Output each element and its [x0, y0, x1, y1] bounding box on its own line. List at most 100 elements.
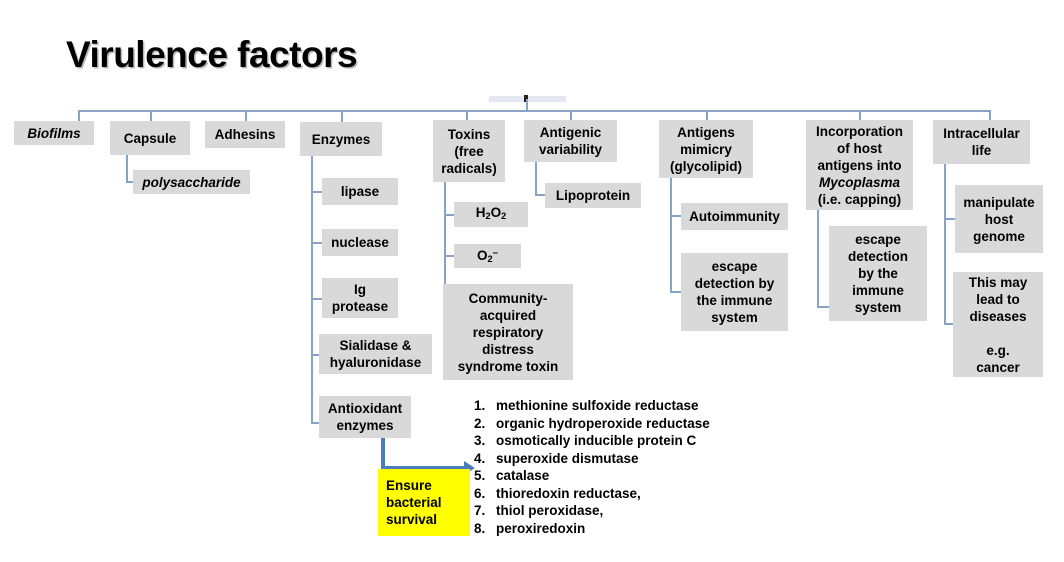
node-cards-toxin[interactable]: Community- acquired respiratory distress… [443, 284, 573, 380]
stub-antioxidant [311, 422, 320, 424]
stub-autoimmunity [670, 215, 682, 217]
node-incorporation-host-antigens[interactable]: Incorporation of host antigens into Myco… [806, 120, 913, 210]
node-ensure-bacterial-survival[interactable]: Ensure bacterial survival [378, 469, 470, 536]
drop-toxins [466, 110, 468, 123]
node-autoimmunity-label: Autoimmunity [689, 209, 780, 224]
branch-toxins-spine [444, 182, 446, 316]
node-disease-outcome[interactable]: This may lead to diseases e.g. cancer [953, 272, 1043, 377]
node-antioxidant-enzymes[interactable]: Antioxidant enzymes [319, 396, 411, 438]
node-lipase[interactable]: lipase [322, 178, 398, 205]
node-adhesins-label: Adhesins [214, 127, 276, 142]
node-ensure-bacterial-survival-label: Ensure bacterial survival [386, 478, 442, 527]
list-item: 1. methionine sulfoxide reductase [474, 397, 710, 415]
list-item-number: 2. [474, 415, 486, 431]
node-manipulate-host-genome-label: manipulate host genome [963, 194, 1035, 244]
node-nuclease-label: nuclease [331, 235, 389, 250]
node-polysaccharide-label: polysaccharide [142, 174, 241, 190]
drop-enzymes [341, 110, 343, 123]
drop-antigens-mimicry [706, 110, 708, 123]
node-lipase-label: lipase [340, 184, 380, 199]
node-escape-detection-capping-label: escape detection by the immune system [847, 232, 908, 315]
node-incorporation-label-pre: Incorporation of host antigens into [816, 123, 903, 173]
branch-capsule-spine [126, 155, 128, 182]
node-disease-outcome-label-pre: This may lead to diseases [968, 274, 1028, 324]
list-item: 2. organic hydroperoxide reductase [474, 415, 710, 433]
drop-intracellular [989, 110, 991, 123]
node-superoxide-radical-label: O2− [477, 247, 498, 264]
stub-manipulate-genome [944, 218, 956, 220]
drop-incorporation [859, 110, 861, 123]
node-capsule-label: Capsule [123, 130, 177, 146]
node-nuclease[interactable]: nuclease [322, 229, 398, 256]
list-item: 3. osmotically inducible protein C [474, 432, 710, 450]
node-intracellular-life[interactable]: Intracellular life [933, 120, 1030, 164]
node-ig-protease-label: Ig protease [331, 282, 389, 314]
list-item: 6. thioredoxin reductase, [474, 485, 710, 503]
trunk-stem [526, 99, 528, 111]
node-enzymes[interactable]: Enzymes [300, 122, 382, 156]
node-antigenic-variability-label: Antigenic variability [538, 125, 603, 157]
list-item: 5. catalase [474, 467, 710, 485]
node-ig-protease[interactable]: Ig protease [322, 278, 398, 318]
stub-h2o2 [444, 214, 455, 216]
stub-superoxide [444, 255, 455, 257]
stub-sialidase [311, 354, 320, 356]
arrow-shaft-vertical [381, 438, 385, 470]
list-item-text: catalase [496, 468, 550, 483]
node-escape-detection-mimicry[interactable]: escape detection by the immune system [681, 253, 788, 331]
list-item: 4. superoxide dismutase [474, 450, 710, 468]
node-manipulate-host-genome[interactable]: manipulate host genome [955, 185, 1043, 253]
node-superoxide-radical[interactable]: O2− [454, 244, 521, 268]
list-item-text: thioredoxin reductase, [496, 485, 641, 501]
node-disease-outcome-group: This may lead to diseases e.g. cancer [957, 274, 1039, 376]
branch-enzymes-spine [311, 156, 313, 423]
list-item-number: 7. [474, 503, 486, 518]
node-antioxidant-label: Antioxidant enzymes [327, 401, 403, 433]
node-toxins-label: Toxins (free radicals) [441, 126, 497, 176]
node-polysaccharide[interactable]: polysaccharide [133, 170, 250, 194]
node-antigenic-variability[interactable]: Antigenic variability [524, 120, 617, 162]
node-autoimmunity[interactable]: Autoimmunity [681, 203, 788, 230]
node-incorporation-label-post: (i.e. capping) [817, 191, 902, 207]
drop-biofilms [78, 110, 80, 123]
node-enzymes-label: Enzymes [311, 131, 371, 147]
list-item-number: 5. [474, 468, 486, 483]
node-antigens-mimicry[interactable]: Antigens mimicry (glycolipid) [659, 120, 753, 178]
trunk-placeholder-tick [524, 95, 528, 102]
branch-antigenic-spine [535, 162, 537, 195]
list-item-number: 8. [474, 520, 486, 536]
node-escape-detection-mimicry-label: escape detection by the immune system [694, 259, 775, 325]
node-sialidase-hyaluronidase[interactable]: Sialidase & hyaluronidase [319, 334, 432, 374]
stub-ig-protease [311, 298, 323, 300]
stub-nuclease [311, 242, 323, 244]
node-lipoprotein[interactable]: Lipoprotein [545, 183, 641, 208]
node-adhesins[interactable]: Adhesins [205, 121, 285, 148]
node-sialidase-label: Sialidase & hyaluronidase [329, 338, 422, 370]
stub-lipase [311, 191, 323, 193]
stub-disease-outcome [944, 323, 956, 325]
arrow-shaft-horizontal [381, 466, 466, 470]
node-capsule[interactable]: Capsule [110, 121, 190, 155]
list-item-text: thiol peroxidase, [496, 503, 604, 518]
node-toxins[interactable]: Toxins (free radicals) [433, 120, 505, 182]
list-item-number: 3. [474, 433, 486, 448]
branch-capsule-stub-polysaccharide [126, 181, 134, 183]
list-item-text: peroxiredoxin [496, 520, 586, 536]
list-item-number: 4. [474, 450, 486, 466]
node-biofilms[interactable]: Biofilms [14, 121, 94, 145]
node-hydrogen-peroxide[interactable]: H2O2 [454, 202, 528, 227]
list-item-text: superoxide dismutase [496, 450, 639, 466]
branch-incorporation-spine [817, 210, 819, 307]
list-item-text: organic hydroperoxide reductase [496, 415, 710, 431]
node-escape-detection-capping[interactable]: escape detection by the immune system [829, 226, 927, 321]
node-incorporation-label-group: Incorporation of host antigens into Myco… [810, 123, 909, 208]
arrow-head-icon [464, 461, 475, 475]
node-biofilms-label: Biofilms [27, 125, 81, 141]
stub-escape-capping [817, 306, 830, 308]
node-intracellular-life-label: Intracellular life [943, 126, 1020, 158]
list-item-text: osmotically inducible protein C [496, 433, 697, 448]
list-item: 7. thiol peroxidase, [474, 502, 710, 520]
node-antigens-mimicry-label: Antigens mimicry (glycolipid) [670, 124, 742, 174]
node-disease-outcome-label-post: e.g. cancer [976, 342, 1020, 375]
